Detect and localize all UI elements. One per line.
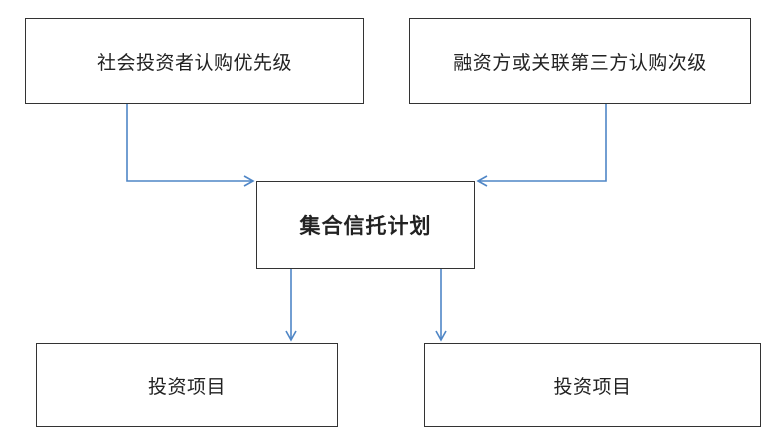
- investment-project-box-left: 投资项目: [36, 343, 338, 427]
- connector-senior-to-trust: [126, 104, 255, 187]
- investment-project-box-right: 投资项目: [424, 343, 761, 427]
- investment-project-label-right: 投资项目: [553, 375, 632, 398]
- senior-tranche-box: 社会投资者认购优先级: [25, 18, 364, 104]
- junior-tranche-box: 融资方或关联第三方认购次级: [409, 18, 751, 104]
- connector-junior-to-trust: [476, 104, 607, 187]
- trust-plan-label: 集合信托计划: [299, 214, 432, 238]
- trust-plan-box: 集合信托计划: [256, 181, 475, 269]
- senior-tranche-label: 社会投资者认购优先级: [96, 51, 292, 74]
- investment-project-label-left: 投资项目: [147, 375, 226, 398]
- junior-tranche-label: 融资方或关联第三方认购次级: [453, 51, 707, 74]
